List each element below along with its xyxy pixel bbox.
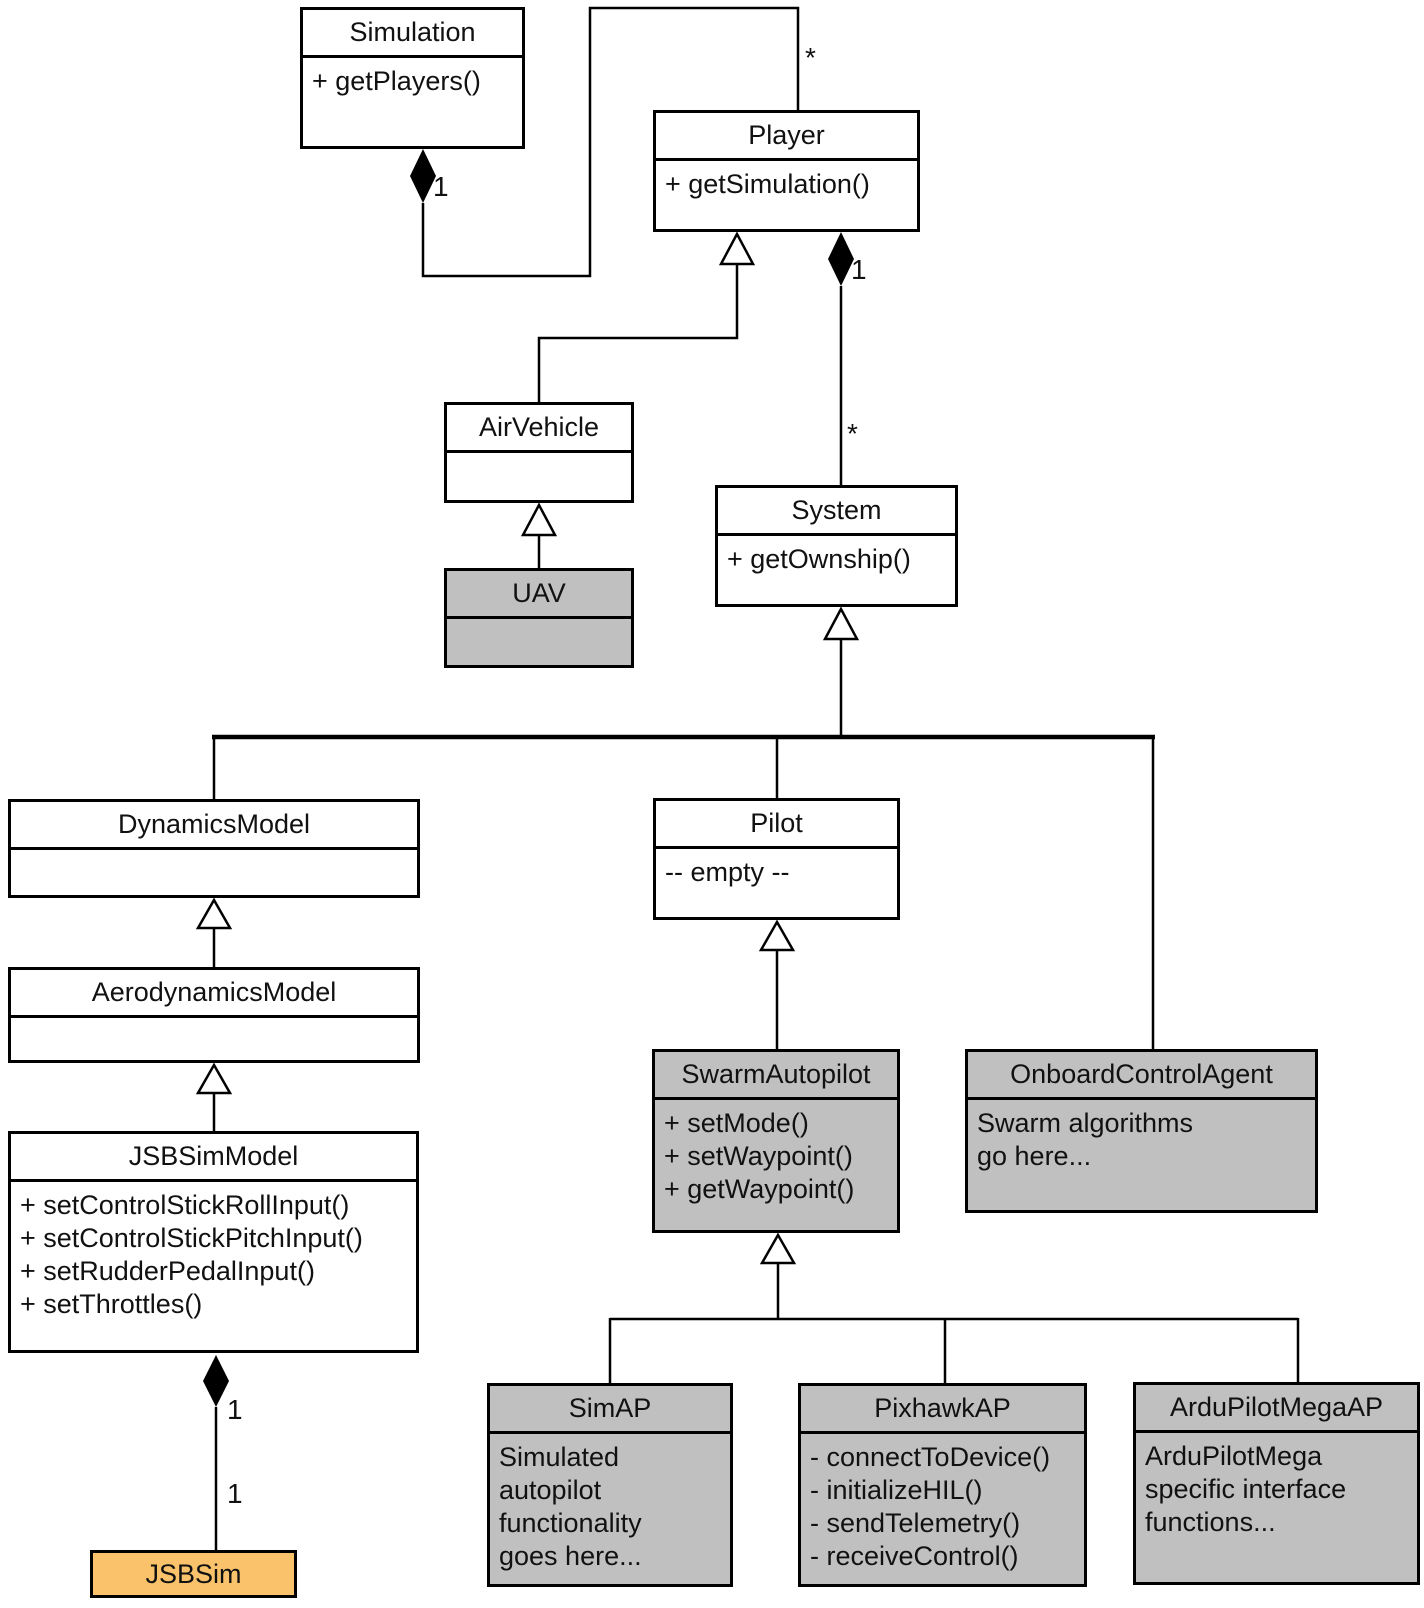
multiplicity-player-one: 1 bbox=[851, 254, 867, 285]
class-jsbsimmodel[interactable]: JSBSimModel + setControlStickRollInput()… bbox=[8, 1131, 419, 1353]
class-member: + getWaypoint() bbox=[664, 1174, 855, 1204]
class-swarmautopilot[interactable]: SwarmAutopilot + setMode() + setWaypoint… bbox=[652, 1049, 900, 1233]
class-uav[interactable]: UAV bbox=[444, 568, 634, 668]
generalization-arrow-swarmautopilot bbox=[759, 1232, 797, 1265]
class-title: SwarmAutopilot bbox=[655, 1052, 897, 1100]
class-ardupilotmegaap[interactable]: ArduPilotMegaAP ArduPilotMega specific i… bbox=[1133, 1382, 1420, 1585]
class-note-line: specific interface bbox=[1145, 1474, 1347, 1504]
class-note-line: goes here... bbox=[499, 1541, 642, 1571]
composition-diamond-player bbox=[828, 232, 854, 286]
class-title: Pilot bbox=[656, 801, 897, 849]
class-aerodynamicsmodel[interactable]: AerodynamicsModel bbox=[8, 967, 420, 1063]
class-title: ArduPilotMegaAP bbox=[1136, 1385, 1417, 1433]
class-onboardcontrolagent[interactable]: OnboardControlAgent Swarm algorithms go … bbox=[965, 1049, 1318, 1213]
multiplicity-jsbsimmodel-one: 1 bbox=[227, 1394, 243, 1425]
class-member: + setControlStickPitchInput() bbox=[20, 1223, 363, 1253]
class-member: - initializeHIL() bbox=[810, 1475, 983, 1505]
empty-compartment bbox=[447, 453, 631, 460]
multiplicity-jsbsim-one: 1 bbox=[227, 1478, 243, 1509]
generalization-arrow-player bbox=[718, 231, 756, 266]
class-note-line: autopilot bbox=[499, 1475, 602, 1505]
generalization-arrow-aerodynamicsmodel bbox=[195, 1062, 233, 1095]
multiplicity-player-many: * bbox=[805, 42, 816, 73]
class-member: + setMode() bbox=[664, 1108, 809, 1138]
class-member: - receiveControl() bbox=[810, 1541, 1019, 1571]
class-member: - sendTelemetry() bbox=[810, 1508, 1021, 1538]
empty-compartment bbox=[447, 619, 631, 626]
class-note-line: ArduPilotMega bbox=[1145, 1441, 1323, 1471]
class-system[interactable]: System + getOwnship() bbox=[715, 485, 958, 607]
class-airvehicle[interactable]: AirVehicle bbox=[444, 402, 634, 503]
class-member: + setThrottles() bbox=[20, 1289, 203, 1319]
class-title: DynamicsModel bbox=[11, 802, 417, 850]
empty-compartment bbox=[11, 850, 417, 857]
class-title: UAV bbox=[447, 571, 631, 619]
generalization-arrow-dynamicsmodel bbox=[195, 897, 233, 930]
class-title: AirVehicle bbox=[447, 405, 631, 453]
generalization-arrow-airvehicle bbox=[520, 502, 558, 537]
class-jsbsim[interactable]: JSBSim bbox=[90, 1550, 297, 1598]
class-member: + setRudderPedalInput() bbox=[20, 1256, 315, 1286]
multiplicity-simulation-one: 1 bbox=[433, 171, 449, 202]
class-simap[interactable]: SimAP Simulated autopilot functionality … bbox=[487, 1383, 733, 1587]
class-pilot[interactable]: Pilot -- empty -- bbox=[653, 798, 900, 920]
class-member: + getSimulation() bbox=[665, 169, 870, 199]
class-dynamicsmodel[interactable]: DynamicsModel bbox=[8, 799, 420, 898]
class-player[interactable]: Player + getSimulation() bbox=[653, 110, 920, 232]
class-pixhawkap[interactable]: PixhawkAP - connectToDevice() - initiali… bbox=[798, 1383, 1087, 1587]
class-title: Player bbox=[656, 113, 917, 161]
class-simulation[interactable]: Simulation + getPlayers() bbox=[300, 7, 525, 149]
composition-diamond-jsbsimmodel bbox=[203, 1355, 229, 1407]
generalization-airvehicle-player bbox=[537, 264, 739, 402]
class-title: Simulation bbox=[303, 10, 522, 58]
class-member: - connectToDevice() bbox=[810, 1442, 1051, 1472]
generalization-arrow-system bbox=[822, 606, 860, 641]
class-note-line: functionality bbox=[499, 1508, 642, 1538]
class-member: + setWaypoint() bbox=[664, 1141, 853, 1171]
class-note-line: Simulated bbox=[499, 1442, 620, 1472]
class-title: System bbox=[718, 488, 955, 536]
generalization-arrow-pilot bbox=[758, 919, 796, 952]
class-title: JSBSimModel bbox=[11, 1134, 416, 1182]
class-title: SimAP bbox=[490, 1386, 730, 1434]
empty-compartment bbox=[11, 1018, 417, 1025]
class-note-line: Swarm algorithms bbox=[977, 1108, 1194, 1138]
class-member: + setControlStickRollInput() bbox=[20, 1190, 350, 1220]
class-title: OnboardControlAgent bbox=[968, 1052, 1315, 1100]
class-member: + getOwnship() bbox=[727, 544, 911, 574]
class-note-line: functions... bbox=[1145, 1507, 1276, 1537]
class-title: PixhawkAP bbox=[801, 1386, 1084, 1434]
class-member: + getPlayers() bbox=[312, 66, 481, 96]
class-title: AerodynamicsModel bbox=[11, 970, 417, 1018]
association-simulation-player bbox=[421, 6, 800, 278]
class-member: -- empty -- bbox=[665, 857, 790, 887]
class-title: JSBSim bbox=[145, 1558, 242, 1589]
multiplicity-system-many: * bbox=[847, 418, 858, 449]
class-note-line: go here... bbox=[977, 1141, 1092, 1171]
composition-diamond-simulation bbox=[410, 149, 436, 203]
